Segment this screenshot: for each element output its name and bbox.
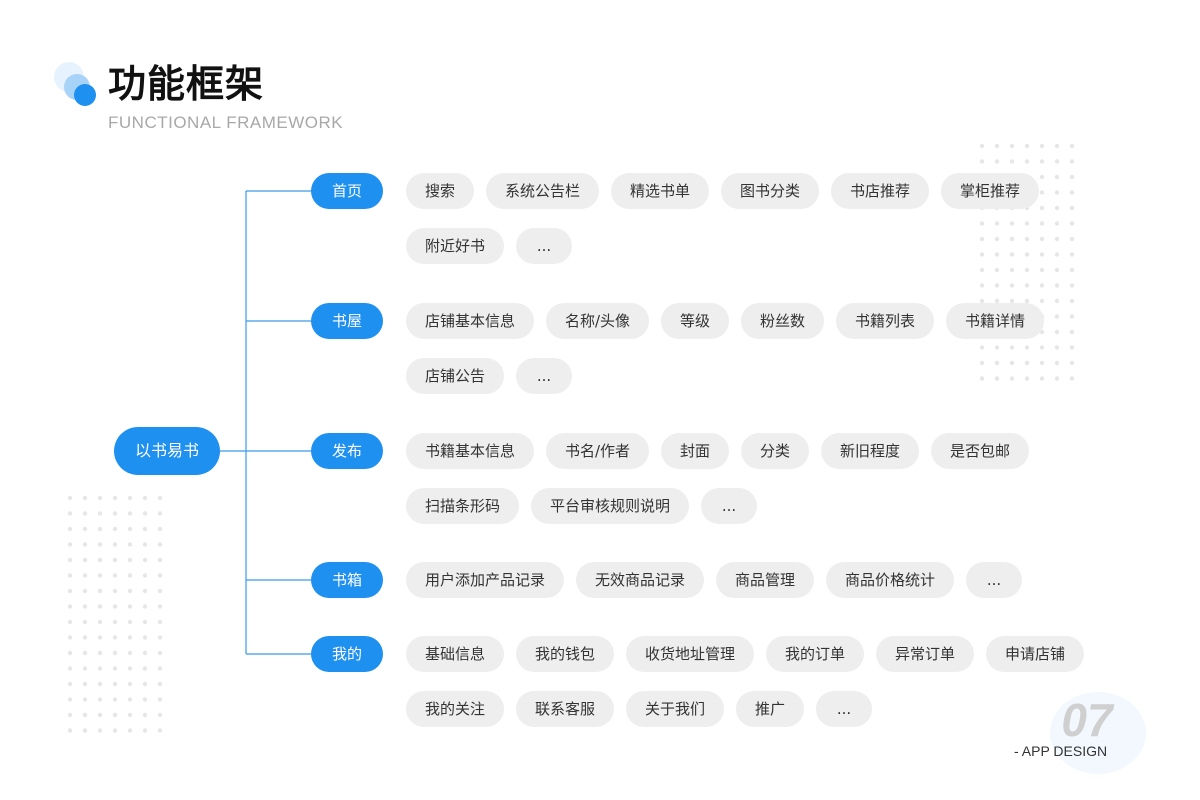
feature-chip: 书名/作者: [546, 433, 649, 469]
more-chip: ...: [516, 228, 572, 264]
feature-chip: 新旧程度: [821, 433, 919, 469]
feature-chip: 封面: [661, 433, 729, 469]
feature-chip: 推广: [736, 691, 804, 727]
feature-chip: 书籍列表: [836, 303, 934, 339]
bubbles-decoration-icon: [54, 62, 102, 110]
branch-node: 首页: [311, 173, 383, 209]
feature-chip: 名称/头像: [546, 303, 649, 339]
feature-chip: 书籍基本信息: [406, 433, 534, 469]
branch-node: 书屋: [311, 303, 383, 339]
feature-chip: 无效商品记录: [576, 562, 704, 598]
feature-chip: 收货地址管理: [626, 636, 754, 672]
feature-chip: 粉丝数: [741, 303, 824, 339]
feature-chip: 关于我们: [626, 691, 724, 727]
feature-chip: 系统公告栏: [486, 173, 599, 209]
branch-node: 书箱: [311, 562, 383, 598]
more-chip: ...: [701, 488, 757, 524]
page-subtitle: FUNCTIONAL FRAMEWORK: [108, 113, 344, 132]
feature-chip: 基础信息: [406, 636, 504, 672]
page-badge-circle: [1050, 692, 1146, 774]
feature-chip: 精选书单: [611, 173, 709, 209]
more-chip: ...: [816, 691, 872, 727]
feature-chip: 图书分类: [721, 173, 819, 209]
feature-chip: 申请店铺: [986, 636, 1084, 672]
more-chip: ...: [516, 358, 572, 394]
feature-chip: 异常订单: [876, 636, 974, 672]
feature-chip: 商品价格统计: [826, 562, 954, 598]
feature-chip: 联系客服: [516, 691, 614, 727]
feature-chip: 分类: [741, 433, 809, 469]
feature-chip: 扫描条形码: [406, 488, 519, 524]
feature-chip: 店铺基本信息: [406, 303, 534, 339]
feature-chip: 用户添加产品记录: [406, 562, 564, 598]
page-tag: - APP DESIGN: [1014, 743, 1108, 759]
feature-chip: 等级: [661, 303, 729, 339]
feature-chip: 店铺公告: [406, 358, 504, 394]
page-number: 07: [1061, 694, 1113, 746]
feature-chip: 书店推荐: [831, 173, 929, 209]
feature-chip: 平台审核规则说明: [531, 488, 689, 524]
more-chip: ...: [966, 562, 1022, 598]
feature-chip: 我的订单: [766, 636, 864, 672]
feature-chip: 搜索: [406, 173, 474, 209]
feature-chip: 商品管理: [716, 562, 814, 598]
feature-chip: 我的关注: [406, 691, 504, 727]
dot-grid-decoration-left: [67, 495, 163, 733]
feature-chip: 附近好书: [406, 228, 504, 264]
feature-chip: 是否包邮: [931, 433, 1029, 469]
branch-node: 发布: [311, 433, 383, 469]
feature-chip: 掌柜推荐: [941, 173, 1039, 209]
root-node: 以书易书: [114, 427, 220, 475]
branch-node: 我的: [311, 636, 383, 672]
feature-chip: 书籍详情: [946, 303, 1044, 339]
page-title: 功能框架: [108, 62, 265, 106]
feature-chip: 我的钱包: [516, 636, 614, 672]
